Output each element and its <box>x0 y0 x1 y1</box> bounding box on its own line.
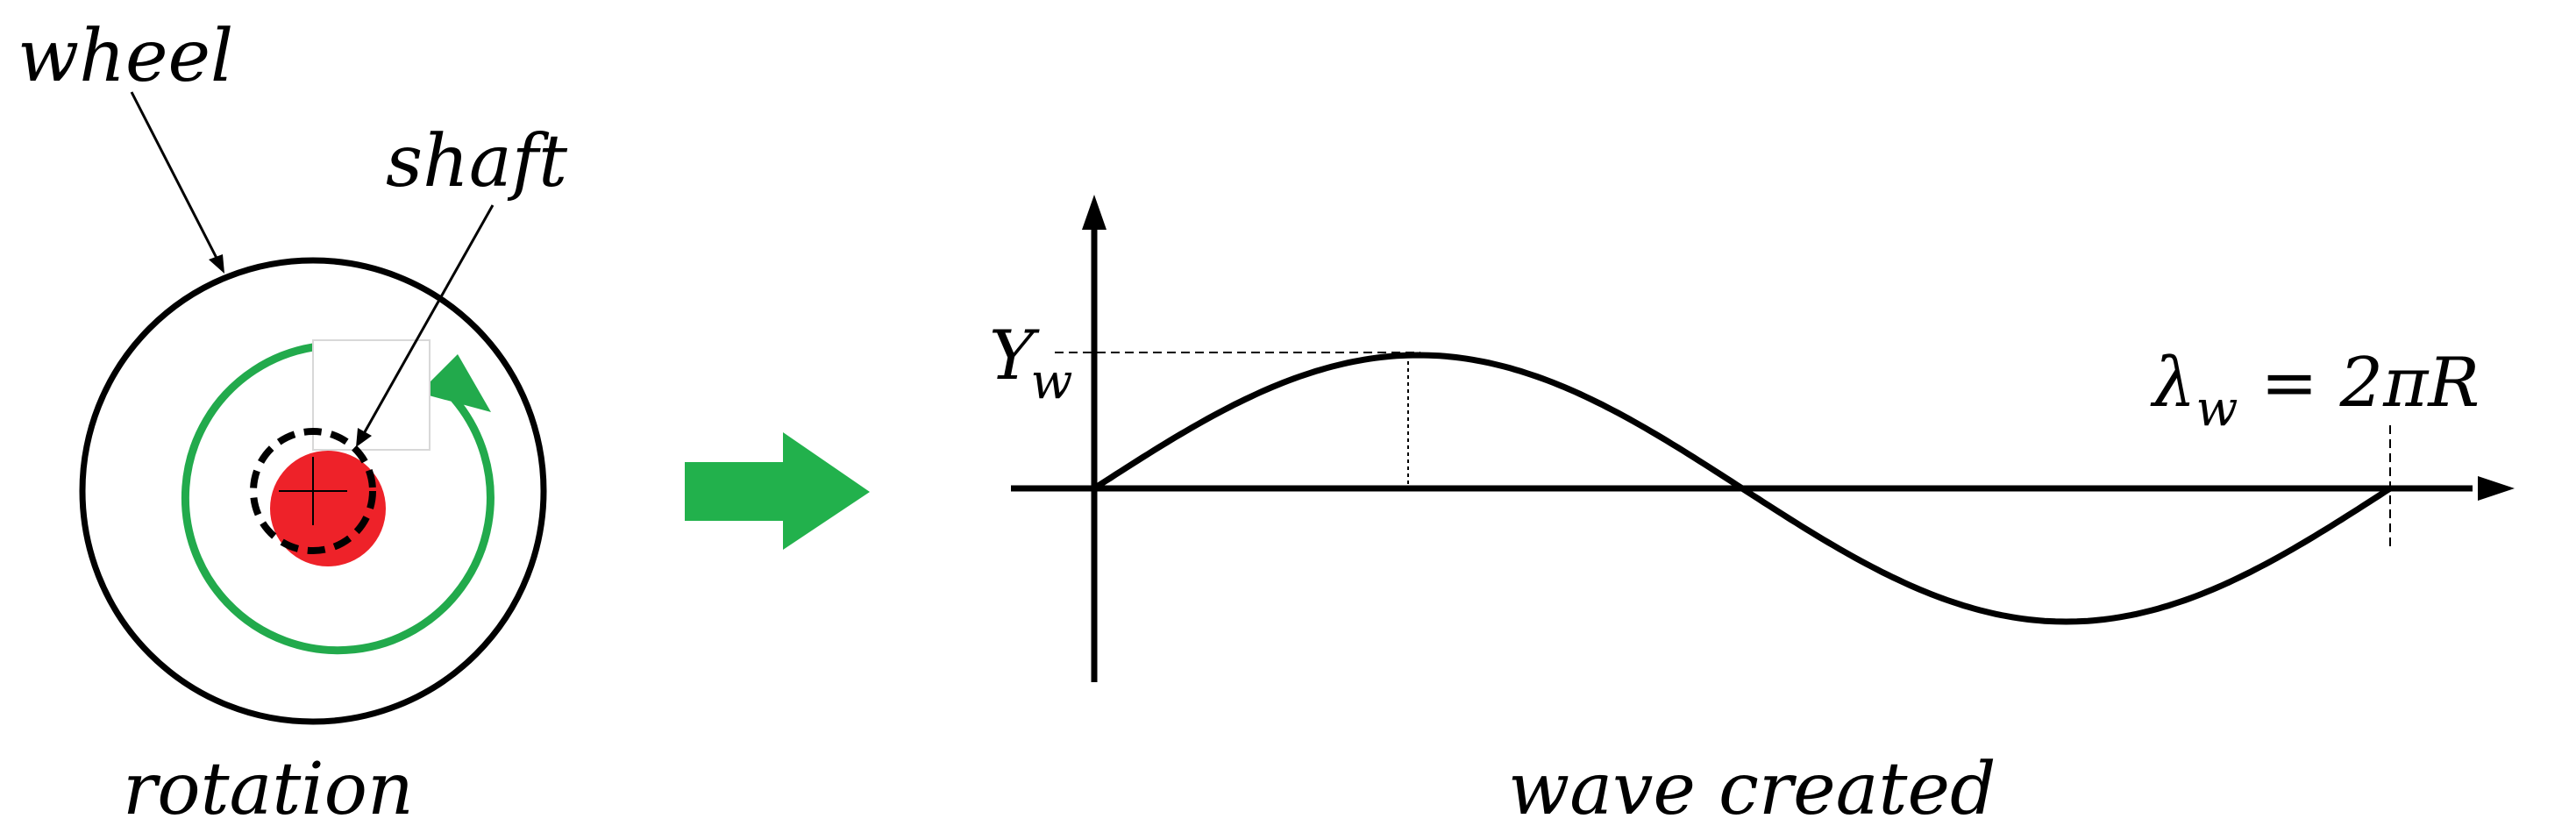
shaft-callout-box <box>312 339 431 451</box>
shaft-label: shaft <box>386 120 568 203</box>
y-axis-arrowhead <box>1082 195 1107 230</box>
right-arrow-icon <box>685 432 870 550</box>
wheel-leader-line <box>130 91 223 267</box>
amplitude-label: Yw <box>989 317 1072 410</box>
wave-created-label: wave created <box>1508 748 1996 831</box>
wave-graph: Yw λw= 2πR wave created <box>989 195 2515 831</box>
shaft-dashed-outline <box>250 428 376 554</box>
shaft-circle <box>270 451 386 566</box>
rotation-arrow-icon <box>419 354 491 412</box>
wheel-leader-arrowhead <box>209 254 224 274</box>
sine-wave <box>1092 352 2392 625</box>
wheel-group: wheel shaft rotation <box>18 15 568 831</box>
shaft-leader-line <box>360 204 495 438</box>
wheel-circle <box>79 257 547 725</box>
wavelength-label: λw= 2πR <box>2150 344 2480 438</box>
x-axis-arrowhead <box>2478 476 2515 501</box>
shaft-leader-arrowhead <box>356 428 372 447</box>
rotation-arc <box>181 343 495 655</box>
wheel-label: wheel <box>18 15 233 98</box>
rotation-label: rotation <box>123 748 414 831</box>
